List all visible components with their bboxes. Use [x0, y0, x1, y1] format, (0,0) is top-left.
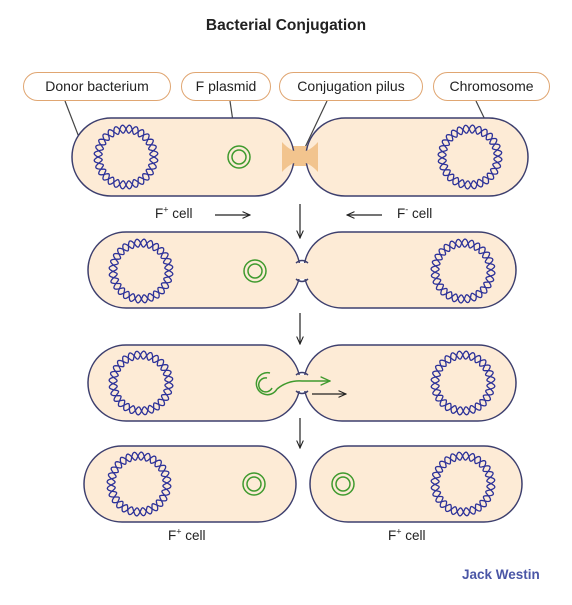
chromosome: [93, 124, 159, 190]
chromosome: [430, 238, 496, 304]
mating-bridge-outline: [295, 371, 309, 395]
chromosome: [437, 124, 503, 190]
conjugation-pilus-label: Conjugation pilus: [279, 72, 423, 101]
transferring-plasmid: [255, 371, 330, 396]
chromosome: [106, 451, 172, 517]
chromosome-label: Chromosome: [433, 72, 550, 101]
recipient-cell: [303, 231, 517, 309]
f-plasmid: [331, 472, 355, 496]
f-plus-cell-caption: F+ cell: [155, 204, 193, 221]
chromosome: [430, 350, 496, 416]
donor-cell: [71, 117, 295, 197]
recipient-cell: [309, 445, 523, 523]
mating-bridge: [296, 263, 308, 279]
donor-cell: [87, 231, 301, 309]
mating-bridge: [296, 375, 308, 391]
chromosome: [108, 238, 174, 304]
f-plus-cell-caption: F+ cell: [388, 526, 426, 543]
pilus-neck: [282, 142, 318, 172]
f-plasmid: [243, 259, 267, 283]
donor-bacterium-label: Donor bacterium: [23, 72, 171, 101]
f-plasmid: [242, 472, 266, 496]
f-plasmid: [227, 145, 251, 169]
mating-bridge-outline: [295, 259, 309, 283]
donor-cell: [87, 344, 301, 422]
donor-cell: [83, 445, 297, 523]
chromosome: [108, 350, 174, 416]
diagram-title: Bacterial Conjugation: [205, 17, 367, 34]
f-plus-cell-caption: F+ cell: [168, 526, 206, 543]
recipient-cell: [303, 344, 517, 422]
brand-logo-text: Jack Westin: [462, 567, 540, 582]
f-minus-cell-caption: F- cell: [397, 204, 433, 221]
recipient-cell: [305, 117, 529, 197]
chromosome: [430, 451, 496, 517]
f-plasmid-label: F plasmid: [181, 72, 271, 101]
